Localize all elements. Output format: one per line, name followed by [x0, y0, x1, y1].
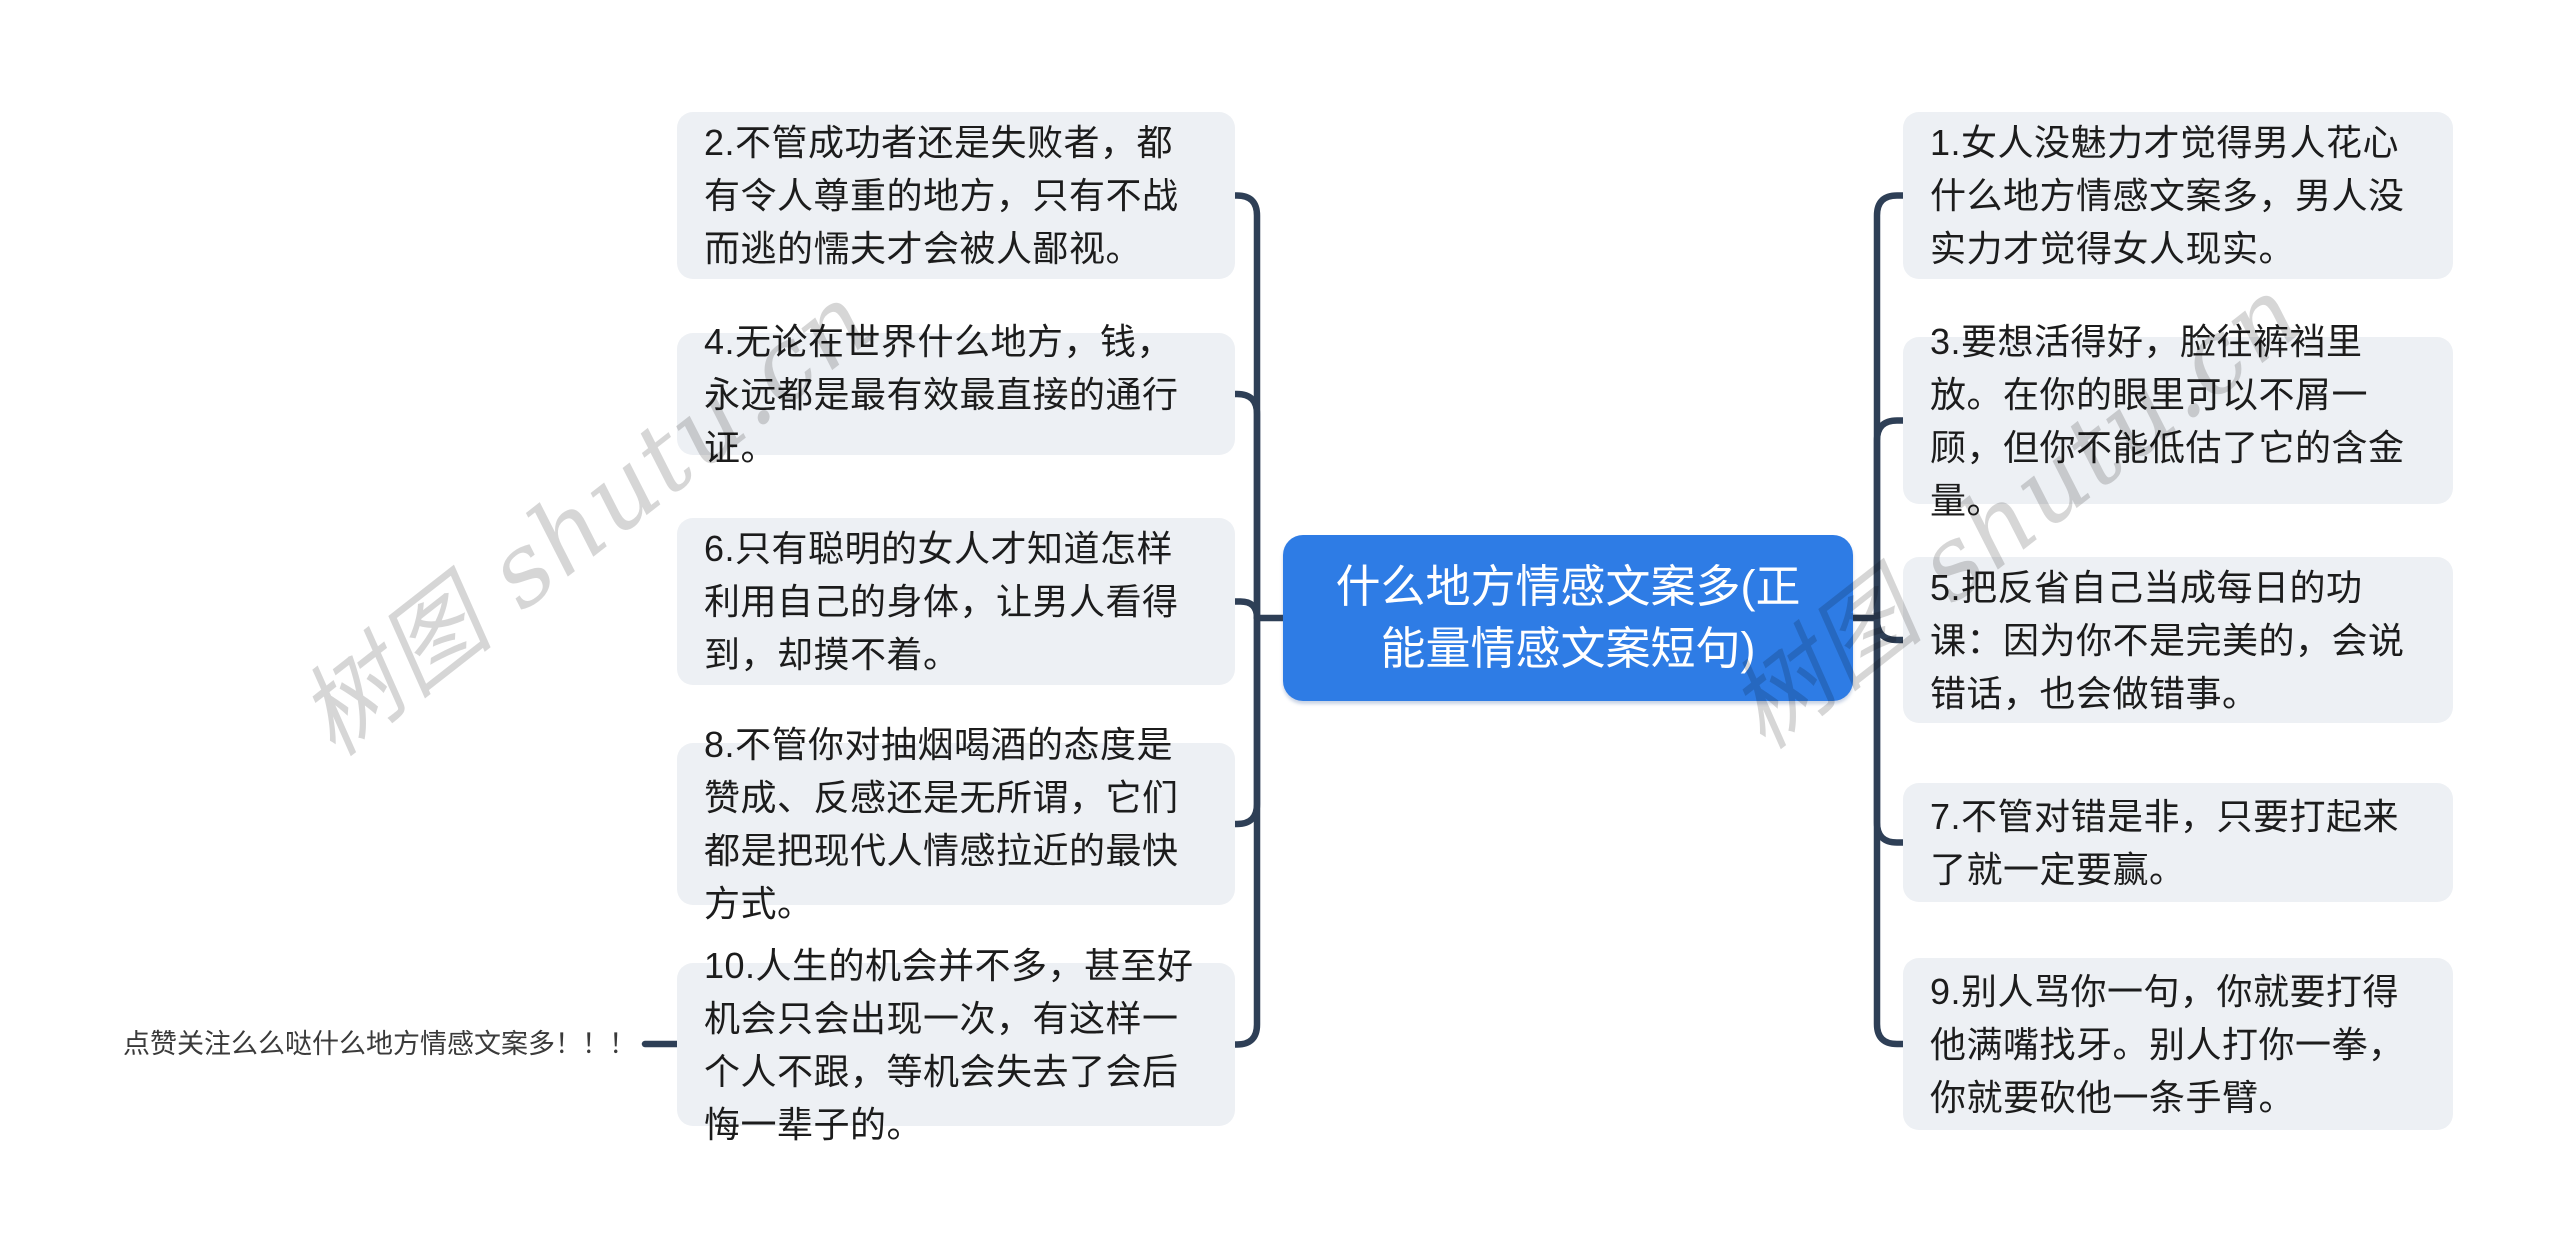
footnote-text-node[interactable]: 点赞关注么么哒什么地方情感文案多！！！: [123, 1029, 636, 1059]
branch-node[interactable]: 8.不管你对抽烟喝酒的态度是赞成、反感还是无所谓，它们都是把现代人情感拉近的最快…: [677, 724, 1235, 924]
branch-node[interactable]: 10.人生的机会并不多，甚至好机会只会出现一次，有这样一个人不跟，等机会失去了会…: [677, 945, 1235, 1145]
branch-node[interactable]: 5.把反省自己当成每日的功课：因为你不是完美的，会说错话，也会做错事。: [1903, 557, 2453, 723]
central-topic-node[interactable]: 什么地方情感文案多(正能量情感文案短句): [1283, 535, 1853, 701]
branch-node[interactable]: 2.不管成功者还是失败者，都有令人尊重的地方，只有不战而逃的懦夫才会被人鄙视。: [677, 112, 1235, 279]
branch-node[interactable]: 1.女人没魅力才觉得男人花心什么地方情感文案多，男人没实力才觉得女人现实。: [1903, 112, 2453, 279]
branch-node[interactable]: 4.无论在世界什么地方，钱，永远都是最有效最直接的通行证。: [677, 321, 1235, 468]
branch-node[interactable]: 9.别人骂你一句，你就要打得他满嘴找牙。别人打你一拳，你就要砍他一条手臂。: [1903, 958, 2453, 1130]
branch-node[interactable]: 7.不管对错是非，只要打起来了就一定要赢。: [1903, 783, 2453, 902]
branch-node[interactable]: 6.只有聪明的女人才知道怎样利用自己的身体，让男人看得到，却摸不着。: [677, 518, 1235, 685]
branch-node[interactable]: 3.要想活得好，脸往裤裆里放。在你的眼里可以不屑一顾，但你不能低估了它的含金量。: [1903, 321, 2453, 521]
